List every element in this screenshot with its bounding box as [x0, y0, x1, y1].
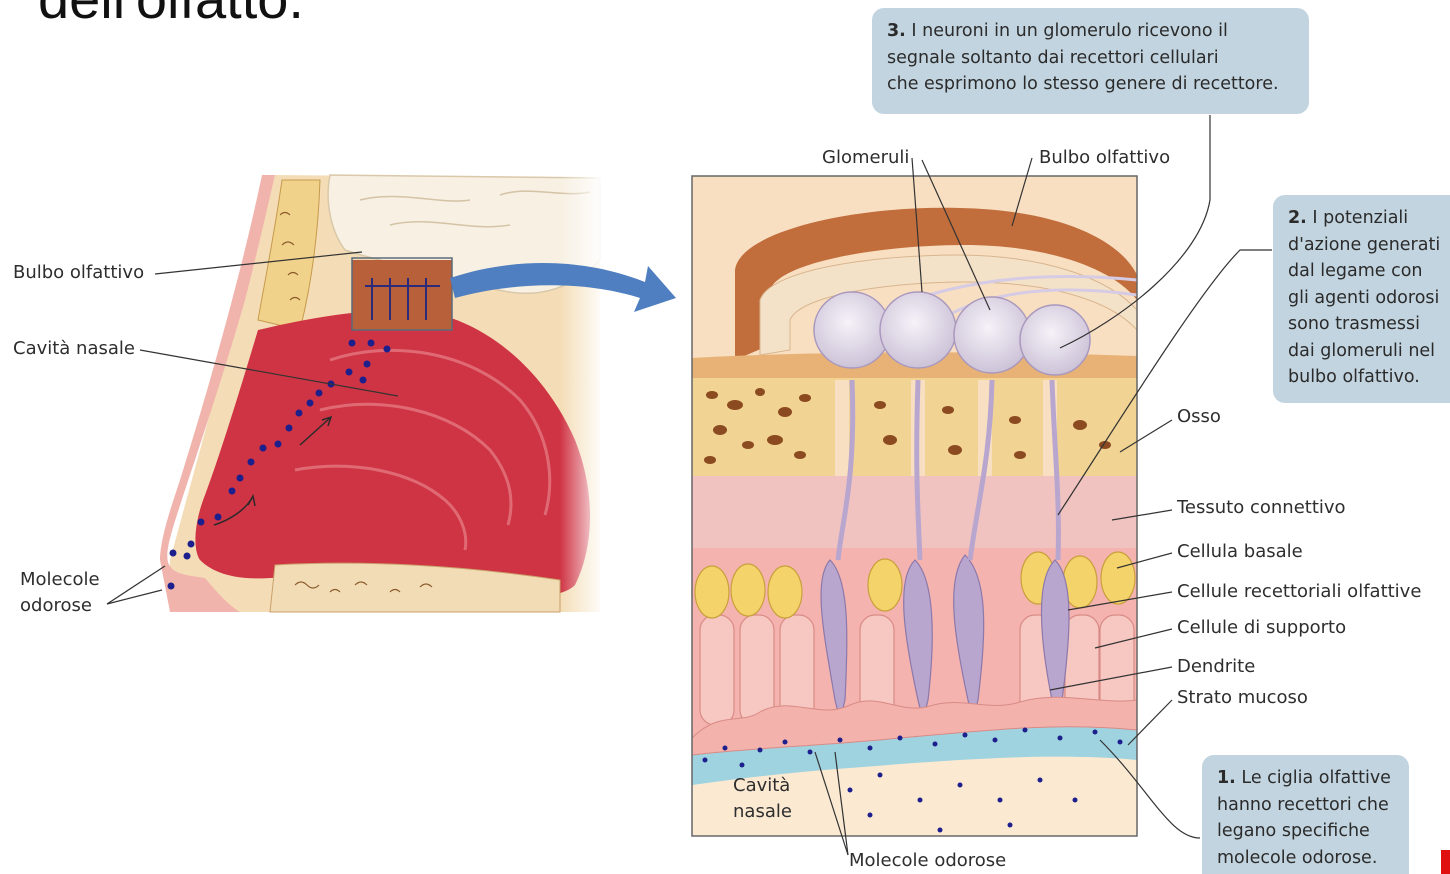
label-cavity-right-1: Cavità — [733, 777, 790, 795]
callout-3-number: 3. — [887, 21, 906, 41]
callout-3: 3. I neuroni in un glomerulo ricevono il… — [872, 8, 1309, 114]
label-molecules-left-1: Molecole — [20, 571, 100, 589]
label-bulb-left: Bulbo olfattivo — [13, 264, 144, 282]
callout-1-number: 1. — [1217, 768, 1236, 788]
callout-3-line-2: segnale soltanto dai recettori cellulari — [887, 45, 1295, 72]
callout-2-line-6: dai glomeruli nel — [1288, 338, 1450, 365]
callout-1-line-3: legano specifiche — [1217, 818, 1395, 845]
label-bone: Osso — [1177, 408, 1221, 426]
callout-2-line-4: gli agenti odorosi — [1288, 285, 1450, 312]
callout-1-line-2: hanno recettori che — [1217, 792, 1395, 819]
label-glomeruli: Glomeruli — [822, 149, 909, 167]
label-dendrite: Dendrite — [1177, 658, 1255, 676]
connective-layer — [692, 476, 1137, 556]
callout-1-line-4: molecole odorose. — [1217, 845, 1395, 872]
callout-2: 2. I potenziali d'azione generati dal le… — [1273, 195, 1450, 403]
label-mucus-layer: Strato mucoso — [1177, 689, 1308, 707]
callout-2-line-1: I potenziali — [1312, 208, 1408, 228]
callout-2-number: 2. — [1288, 208, 1307, 228]
label-basal-cell: Cellula basale — [1177, 543, 1303, 561]
olfactory-region — [352, 260, 452, 330]
label-bulb-right: Bulbo olfattivo — [1039, 149, 1170, 167]
callout-3-line-1: I neuroni in un glomerulo ricevono il — [911, 21, 1227, 41]
label-cavity-right-2: nasale — [733, 803, 792, 821]
label-support-cells: Cellule di supporto — [1177, 619, 1346, 637]
label-cavity-left: Cavità nasale — [13, 340, 135, 358]
callout-3-line-3: che esprimono lo stesso genere di recett… — [887, 71, 1295, 98]
callout-2-line-7: bulbo olfattivo. — [1288, 364, 1450, 391]
label-molecules-left-2: odorose — [20, 597, 92, 615]
callout-2-line-5: sono trasmessi — [1288, 311, 1450, 338]
callout-2-line-2: d'azione generati — [1288, 232, 1450, 259]
callout-1-line-1: Le ciglia olfattive — [1241, 768, 1391, 788]
label-molecules-right: Molecole odorose — [849, 852, 1006, 870]
olfactory-epithelium-detail — [692, 176, 1137, 836]
red-edge-marker — [1441, 850, 1450, 874]
callout-1: 1. Le ciglia olfattive hanno recettori c… — [1202, 755, 1409, 874]
nose-cross-section — [160, 175, 605, 615]
label-connective: Tessuto connettivo — [1177, 499, 1346, 517]
callout-2-line-3: dal legame con — [1288, 258, 1450, 285]
label-receptor-cells: Cellule recettoriali olfattive — [1177, 583, 1421, 601]
